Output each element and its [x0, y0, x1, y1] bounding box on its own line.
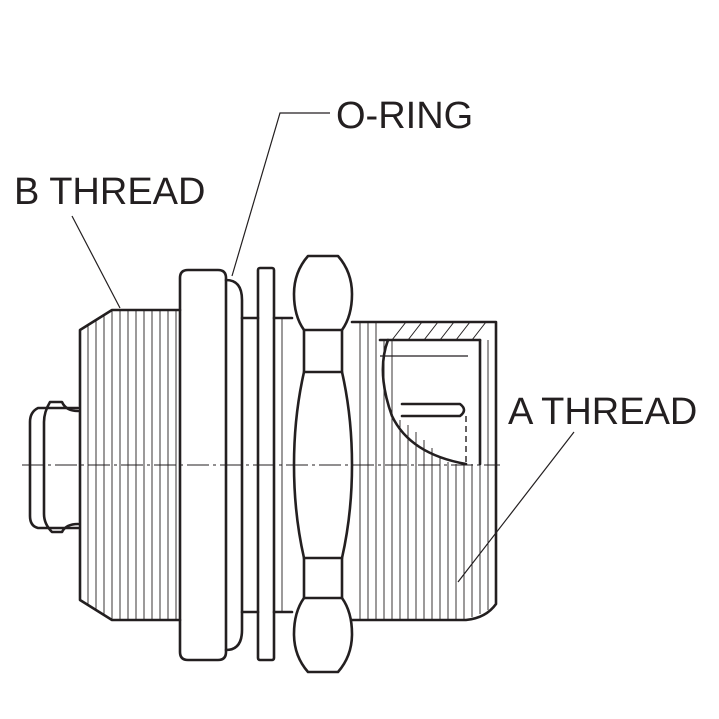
hex-nut — [292, 254, 354, 674]
o-ring-label: O-RING — [336, 95, 473, 137]
a-thread-label: A THREAD — [508, 391, 697, 433]
left-stub — [28, 400, 80, 534]
a-thread-leader — [457, 431, 575, 583]
o-ring-leader — [231, 112, 330, 277]
washer — [256, 266, 276, 662]
cutaway-section — [378, 321, 487, 466]
flange — [178, 268, 228, 662]
b-thread-leader — [71, 215, 121, 309]
a-thread-body — [350, 320, 498, 622]
gap-body — [240, 316, 260, 614]
b-thread-label: B THREAD — [14, 171, 205, 213]
